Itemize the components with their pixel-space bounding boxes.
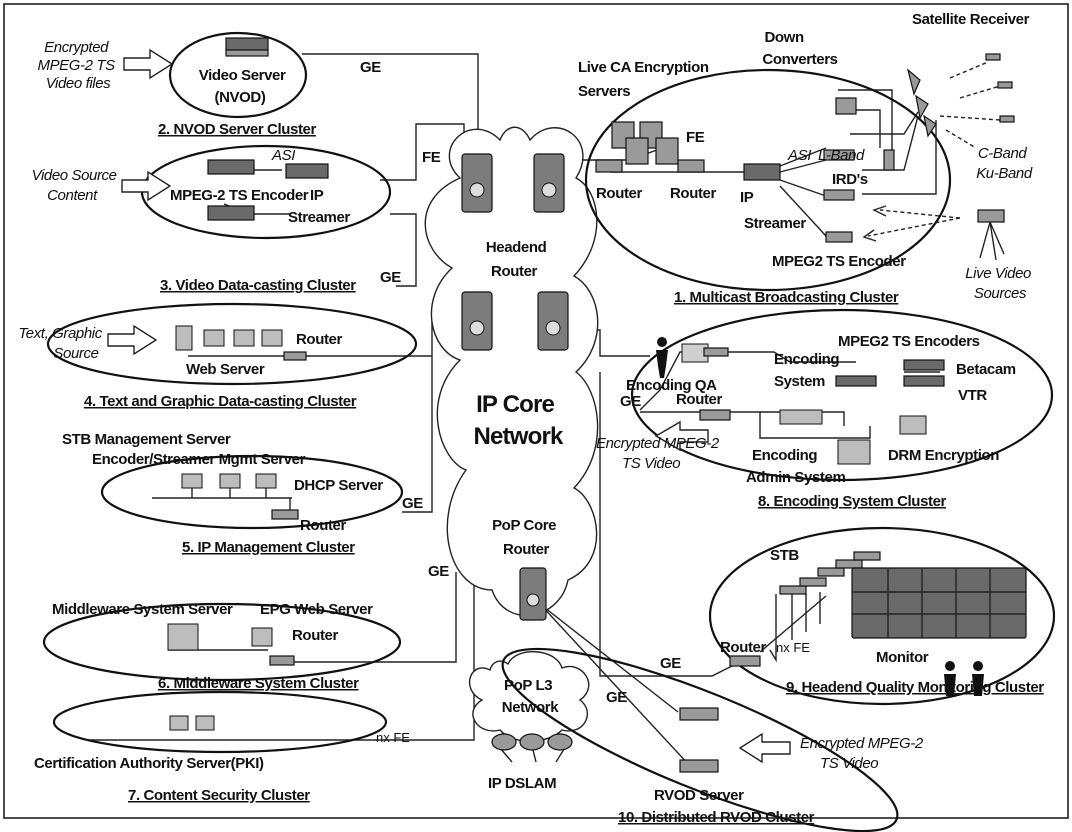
link-nxfe-2: nx FE	[776, 640, 810, 655]
link-asi-1: ASI	[271, 147, 295, 164]
cluster-9-router-icon	[730, 656, 760, 666]
cluster-title-6: 6. Middleware System Cluster	[158, 675, 359, 692]
cluster-title-9: 9. Headend Quality Monitoring Cluster	[786, 679, 1044, 696]
cluster-9-router-label: Router	[720, 639, 766, 656]
satellite-dish-icons	[908, 70, 936, 136]
ip-dslam-icons	[492, 734, 572, 750]
betacam-label: Betacam	[956, 361, 1016, 378]
link-lband: L-Band	[818, 147, 865, 164]
mpeg2-ts-encoder-label-1: MPEG2 TS Encoder	[772, 253, 906, 270]
output-encrypted-8: Encrypted MPEG-2 TS Video	[596, 435, 723, 472]
link-ge-3: GE	[402, 495, 423, 512]
monitor-wall-icon	[852, 568, 1026, 638]
router-label-1b: Router	[670, 185, 716, 202]
arrow-encrypted-in-10	[740, 734, 790, 762]
epg-server-label: EPG Web Server	[260, 601, 373, 618]
drm-encryption-label: DRM Encryption	[888, 447, 999, 464]
link-ge-4: GE	[428, 563, 449, 580]
monitor-label: Monitor	[876, 649, 929, 666]
ip-dslam-label: IP DSLAM	[488, 775, 556, 792]
cluster-4-router-label: Router	[296, 331, 342, 348]
link-ge-2: GE	[380, 269, 401, 286]
cluster-8-router-label: Router	[676, 391, 722, 408]
input-cband: C-Band Ku-Band	[976, 145, 1033, 182]
person-icon	[656, 337, 668, 378]
stb-label: STB	[770, 547, 799, 564]
cluster-title-4: 4. Text and Graphic Data-casting Cluster	[84, 393, 357, 410]
cluster-5-router-label: Router	[300, 517, 346, 534]
mpeg2-ts-encoders-label: MPEG2 TS Encoders	[838, 333, 980, 350]
rvod-server-icons	[680, 708, 718, 772]
input-encrypted-files: Encrypted MPEG-2 TS Video files	[37, 39, 118, 92]
video-server-label: Video Server (NVOD)	[199, 67, 289, 106]
cluster-title-2: 2. NVOD Server Cluster	[158, 121, 316, 138]
management-server-icons	[182, 474, 298, 519]
ip-streamer-label-1: IP Streamer	[740, 189, 806, 232]
stb-mgmt-label: STB Management Server	[62, 431, 231, 448]
arrow-text-graphic	[108, 326, 156, 354]
mpeg2-ts-encoder-label: MPEG-2 TS Encoder	[170, 187, 309, 204]
down-converters-label: Down Converters	[762, 29, 837, 68]
link-asi-2: ASI	[787, 147, 811, 164]
link-ge-6: GE	[660, 655, 681, 672]
video-server-icon	[226, 38, 268, 56]
encoding-system-label: Encoding System	[774, 351, 843, 390]
rvod-server-label: RVOD Server	[654, 787, 744, 804]
input-live-video: Live Video Sources	[965, 265, 1035, 302]
web-server-icon	[176, 326, 306, 360]
input-text-graphic: Text, Graphic Source	[18, 325, 105, 362]
cluster-title-5: 5. IP Management Cluster	[182, 539, 355, 556]
cluster-title-8: 8. Encoding System Cluster	[758, 493, 947, 510]
middleware-server-label: Middleware System Server	[52, 601, 233, 618]
vtr-label: VTR	[958, 387, 987, 404]
input-video-source: Video Source Content	[32, 167, 121, 204]
cluster-7-ellipse	[54, 692, 386, 752]
ird-label: IRD's	[832, 171, 868, 188]
link-ge-7: GE	[606, 689, 627, 706]
input-encrypted-10: Encrypted MPEG-2 TS Video	[800, 735, 927, 772]
pop-core-router-icon	[520, 568, 546, 620]
cluster-title-3: 3. Video Data-casting Cluster	[160, 277, 356, 294]
middleware-server-icon	[168, 624, 294, 665]
web-server-label: Web Server	[186, 361, 265, 378]
camera-icon	[978, 210, 1004, 260]
cluster-6-router-label: Router	[292, 627, 338, 644]
arrow-encrypted-files	[124, 50, 172, 78]
encoding-admin-label: Encoding Admin System	[746, 447, 845, 486]
link-ge-5: GE	[620, 393, 641, 410]
pop-l3-network-cloud	[470, 652, 589, 742]
cluster-title-7: 7. Content Security Cluster	[128, 787, 310, 804]
dhcp-server-label: DHCP Server	[294, 477, 383, 494]
satellite-receiver-label: Satellite Receiver	[912, 11, 1030, 28]
ca-server-icons	[170, 716, 214, 730]
arrow-video-source	[122, 172, 170, 200]
link-ge-1: GE	[360, 59, 381, 76]
enc-streamer-mgmt-label: Encoder/Streamer Mgmt Server	[92, 451, 306, 468]
link-nxfe-1: nx FE	[376, 730, 410, 745]
router-label-1a: Router	[596, 185, 642, 202]
satellite-icons	[986, 54, 1014, 122]
cluster-title-10: 10. Distributed RVOD Cluster	[618, 809, 815, 826]
ca-server-label: Certification Authority Server(PKI)	[34, 755, 264, 772]
link-fe-2: FE	[686, 129, 705, 146]
link-fe-1: FE	[422, 149, 441, 166]
cluster-title-1: 1. Multicast Broadcasting Cluster	[674, 289, 899, 306]
